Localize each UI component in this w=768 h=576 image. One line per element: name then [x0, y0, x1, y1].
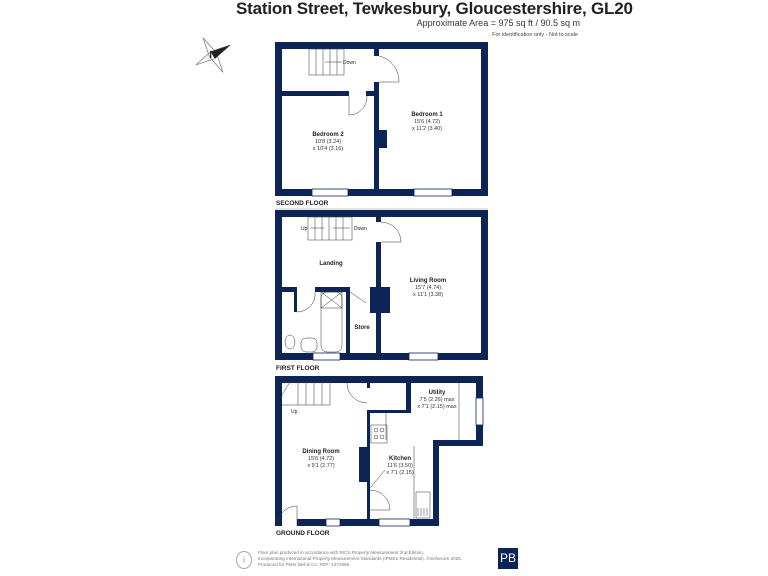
- approximate-area: Approximate Area = 975 sq ft / 90.5 sq m: [416, 18, 580, 28]
- dining-room-dim2: x 9'1 (2.77): [307, 463, 335, 469]
- bedroom-1-dim1: 15'6 (4.72): [414, 119, 440, 125]
- stairs-down-label-first: Down: [354, 226, 367, 232]
- page-title: Station Street, Tewkesbury, Gloucestersh…: [236, 0, 633, 18]
- ground-floor-label: GROUND FLOOR: [276, 530, 330, 537]
- footer-text: Floor plan produced in accordance with R…: [258, 550, 462, 568]
- first-floor-label: FIRST FLOOR: [276, 365, 320, 372]
- living-room-dim1: 15'7 (4.74): [415, 285, 441, 291]
- info-icon: i: [236, 551, 252, 569]
- stairs-up-label-ground: Up: [291, 409, 298, 415]
- utility-dim1: 7'5 (2.26) max: [420, 397, 455, 403]
- footer-line-2: Incorporating International Property Mea…: [258, 556, 463, 561]
- dining-room-label: Dining Room: [302, 449, 339, 455]
- kitchen-dim2: x 7'1 (2.15): [386, 470, 414, 476]
- bedroom-2-dim1: 10'8 (3.24): [315, 139, 341, 145]
- scale-note: For identification only - Not to scale: [492, 32, 578, 38]
- footer-line-3: Produced for Peter Bell & Co. REF: 12729…: [258, 562, 350, 567]
- utility-label: Utility: [429, 390, 446, 396]
- first-floor-plan: Up Down Landing Store Living Room 15'7 (…: [275, 210, 488, 372]
- bedroom-1-label: Bedroom 1: [411, 112, 443, 118]
- ground-floor-plan: Up Utility 7'5 (2.26) max x 7'1 (2.15) m…: [275, 376, 484, 537]
- compass-north-label: N: [209, 50, 216, 61]
- second-floor-plan: Down Bedroom 1 15'6 (4.72) x 11'2 (3.40)…: [275, 42, 488, 210]
- living-room-dim2: x 11'1 (3.38): [413, 292, 443, 298]
- agent-logo: PB: [498, 548, 518, 569]
- stairs-up-label: Up: [301, 226, 308, 232]
- kitchen-dim1: 11'6 (3.50): [387, 463, 413, 469]
- landing-label: Landing: [319, 261, 343, 267]
- store-label: Store: [354, 325, 370, 331]
- living-room-label: Living Room: [410, 278, 446, 284]
- kitchen-label: Kitchen: [389, 456, 411, 462]
- second-floor-label: SECOND FLOOR: [276, 200, 329, 207]
- bedroom-2-dim2: x 10'4 (3.16): [313, 146, 344, 152]
- dining-room-dim1: 15'6 (4.72): [308, 456, 334, 462]
- footer-line-1: Floor plan produced in accordance with R…: [258, 550, 424, 555]
- bedroom-2-label: Bedroom 2: [312, 132, 344, 138]
- stairs-down-label: Down: [343, 60, 356, 66]
- utility-dim2: x 7'1 (2.15) max: [417, 404, 457, 410]
- bedroom-1-dim2: x 11'2 (3.40): [412, 126, 442, 132]
- compass-icon: N: [195, 37, 231, 73]
